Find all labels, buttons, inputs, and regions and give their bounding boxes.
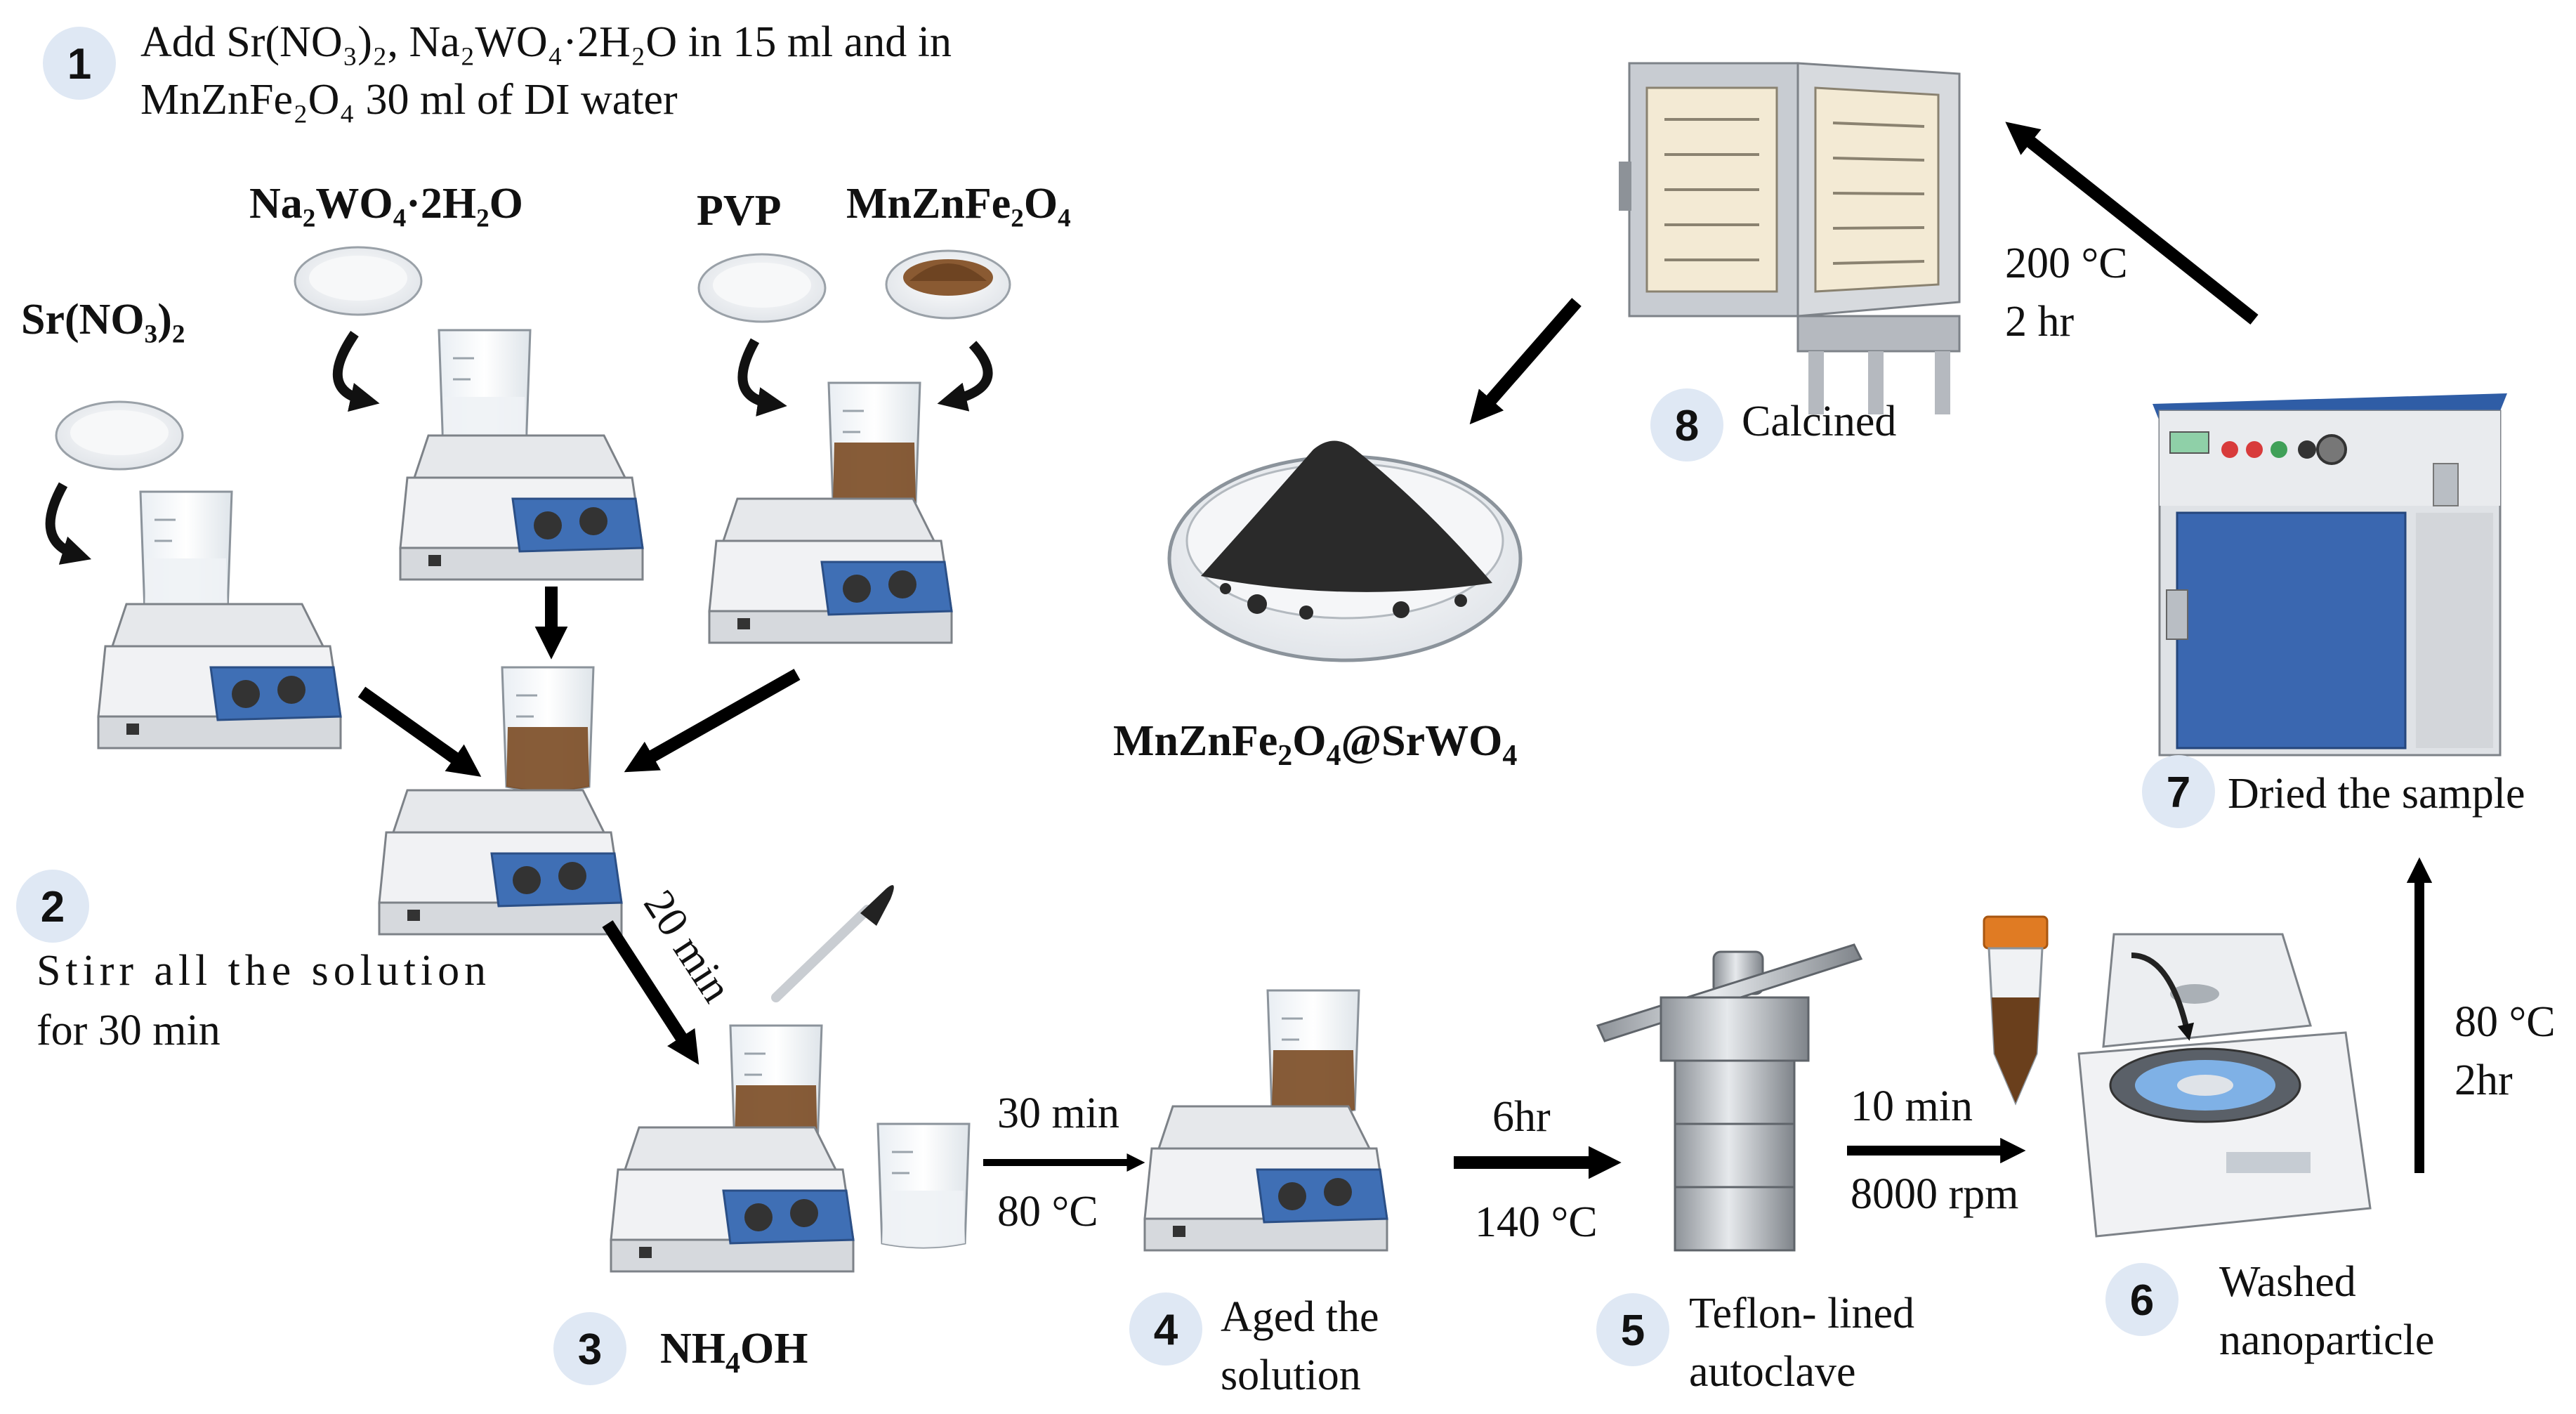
beaker-nh4oh — [876, 1122, 971, 1249]
stirrer-na — [399, 434, 644, 581]
step-4-line-1: Aged the — [1221, 1293, 1379, 1341]
step-6-badge: 6 — [2105, 1263, 2179, 1336]
pour-arrow-pvp — [737, 338, 787, 417]
step-2-line-1: Stirr all the solution — [37, 947, 486, 995]
pour-arrow-sr — [45, 482, 92, 565]
step-6-line-1: Washed — [2219, 1258, 2356, 1306]
step-5-line-1: Teflon- lined — [1689, 1290, 1914, 1337]
step-7-badge: 7 — [2142, 755, 2215, 828]
dropper-icon — [771, 885, 894, 1002]
reagent-label-pvp: PVP — [697, 187, 782, 235]
autoclave-icon — [1596, 943, 1863, 1252]
svg-text:4: 4 — [1154, 1306, 1178, 1354]
svg-text:8: 8 — [1675, 402, 1699, 450]
beaker-step4 — [1266, 989, 1360, 1115]
step-8-line-1: Calcined — [1742, 398, 1896, 445]
age-temp-label: 80 °C — [997, 1188, 1098, 1236]
hydro-temp-label: 140 °C — [1475, 1198, 1598, 1246]
step-2-line-2: for 30 min — [37, 1007, 221, 1054]
svg-text:5: 5 — [1621, 1307, 1645, 1355]
centrifuge-icon — [2077, 933, 2372, 1238]
reagent-label-mnzn: MnZnFe₂O₄ — [846, 180, 1071, 228]
age-time-label: 30 min — [997, 1089, 1119, 1137]
stirrer-step3 — [610, 1126, 855, 1273]
beaker-mnzn — [827, 381, 921, 508]
stirrer-step4 — [1143, 1105, 1388, 1252]
arrow-step7-to-step8 — [2005, 122, 2259, 325]
stirrer-mixed — [378, 789, 623, 936]
dry-time-label: 2hr — [2455, 1056, 2513, 1104]
arrow-step8-to-product — [1469, 298, 1582, 425]
stirrer-sr — [97, 603, 342, 749]
step-1-badge: 1 — [43, 27, 116, 100]
arrow-sr-to-mix — [357, 686, 482, 777]
step-6-line-2: nanoparticle — [2219, 1316, 2434, 1364]
svg-text:1: 1 — [67, 40, 91, 89]
step-4-badge: 4 — [1129, 1292, 1202, 1366]
pour-arrow-na — [332, 331, 380, 412]
hydro-time-label: 6hr — [1492, 1093, 1551, 1141]
svg-text:7: 7 — [2167, 768, 2190, 817]
step-7-line-1: Dried the sample — [2228, 770, 2525, 818]
petri-dish-na — [294, 246, 423, 316]
svg-text:3: 3 — [578, 1325, 602, 1374]
stirrer-mnzn — [708, 497, 953, 644]
furnace-icon — [1619, 62, 1961, 414]
product-petri-dish — [1167, 440, 1523, 662]
petri-dish-sr — [55, 400, 184, 471]
calc-time-label: 2 hr — [2005, 298, 2075, 346]
svg-text:2: 2 — [41, 883, 65, 931]
dry-temp-label: 80 °C — [2455, 998, 2556, 1046]
step-8-badge: 8 — [1650, 388, 1723, 461]
svg-text:6: 6 — [2130, 1276, 2154, 1325]
step-3-badge: 3 — [553, 1312, 626, 1385]
reagent-label-sr: Sr(NO₃)₂ — [21, 296, 185, 343]
step-1-line-2: MnZnFe₂O₄ 30 ml of DI water — [140, 76, 678, 124]
step-1-line-1: Add Sr(NO₃)₂, Na₂WO₄·2H₂O in 15 ml and i… — [140, 18, 952, 66]
pour-arrow-mnzn — [937, 341, 993, 412]
drying-oven-icon — [2153, 393, 2507, 757]
step-3-label: NH4OH — [660, 1325, 808, 1380]
cent-time-label: 10 min — [1851, 1082, 1973, 1130]
step-5-line-2: autoclave — [1689, 1348, 1856, 1396]
step-2-badge: 2 — [16, 870, 89, 943]
cent-speed-label: 8000 rpm — [1851, 1170, 2018, 1218]
beaker-sr — [139, 490, 233, 617]
reagent-label-na: Na₂WO₄·2H₂O — [249, 180, 523, 228]
step-4-line-2: solution — [1221, 1351, 1361, 1399]
product-label: MnZnFe2O4@SrWO4 — [1113, 717, 1517, 772]
petri-dish-pvp — [697, 253, 827, 323]
centrifuge-tube-icon — [1983, 915, 2049, 1106]
beaker-mixed — [501, 666, 595, 792]
arrow-mnzn-to-mix — [624, 669, 801, 773]
arrow-mix-to-step3 — [602, 920, 699, 1065]
petri-dish-mnzn — [885, 249, 1011, 320]
calc-temp-label: 200 °C — [2005, 240, 2128, 287]
step-5-badge: 5 — [1596, 1293, 1669, 1366]
